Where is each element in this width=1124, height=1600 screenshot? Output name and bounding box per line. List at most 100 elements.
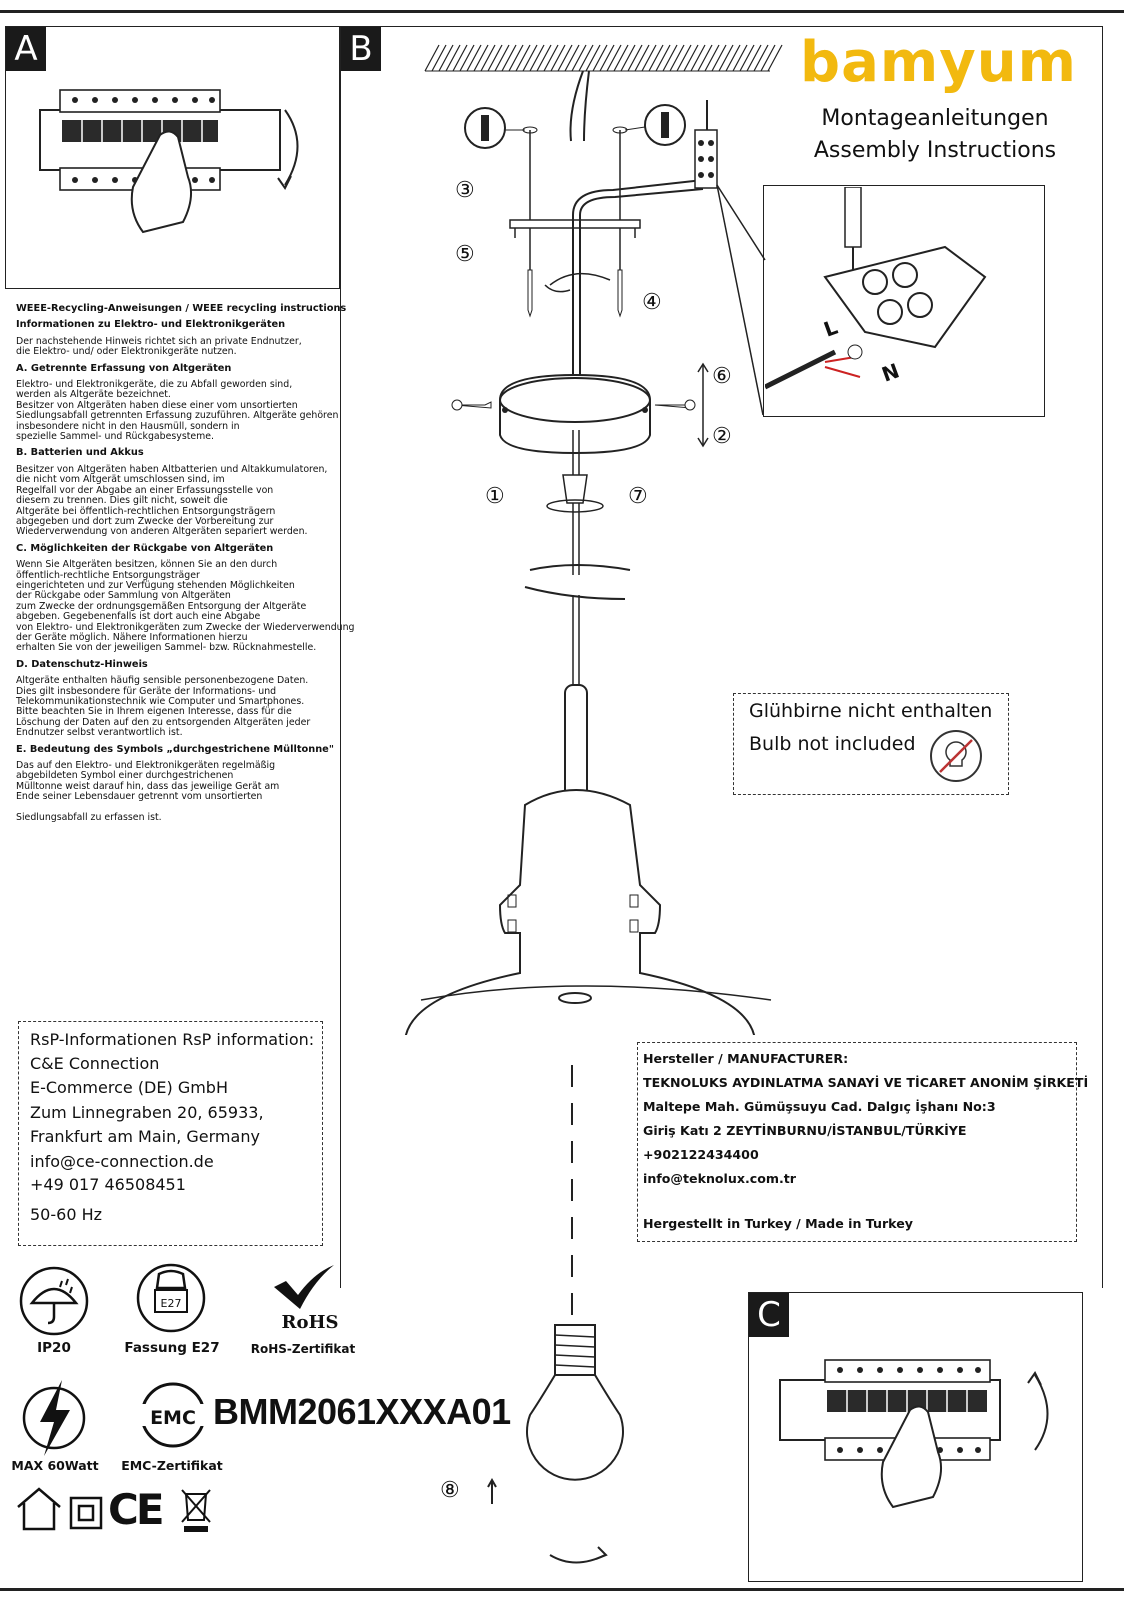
ceiling-hatch-line (641, 44, 657, 72)
ceiling-hatch-line (760, 44, 776, 72)
weee-section-text: Altgeräte enthalten häufig sensible pers… (16, 675, 311, 739)
emc-mark: EMC (150, 1407, 196, 1429)
rsp-line: Zum Linnegraben 20, 65933, (30, 1103, 264, 1122)
weee-instructions: WEEE-Recycling-Anweisungen / WEEE recycl… (16, 298, 441, 829)
ceiling-hatch-line (620, 44, 636, 72)
rsp-line: E-Commerce (DE) GmbH (30, 1078, 228, 1097)
ceiling-hatch-line (711, 44, 727, 72)
ceiling-hatch-line (718, 44, 734, 72)
emc-label: EMC-Zertifikat (121, 1458, 223, 1473)
rsp-line: +49 017 46508451 (30, 1175, 186, 1194)
weee-bin-icon (181, 1489, 211, 1532)
bottom-rule (0, 1588, 1124, 1591)
ceiling-hatch-line (669, 44, 685, 72)
step-3: ③ (455, 178, 475, 203)
bulb-guide-line (571, 1065, 573, 1355)
manufacturer-line: TEKNOLUKS AYDINLATMA SANAYİ VE TİCARET A… (643, 1075, 1089, 1090)
rsp-line: RsP-Informationen RsP information: (30, 1030, 315, 1049)
ceiling-hatch-line (599, 44, 615, 72)
brand-title-en: Assembly Instructions (813, 138, 1057, 163)
ceiling-hatch-line (536, 44, 552, 72)
bulb-notice (733, 693, 1009, 795)
ceiling-hatch-line (466, 44, 482, 72)
weee-section-text: Das auf den Elektro- und Elektronikgerät… (16, 760, 280, 803)
step-7: ⑦ (628, 484, 648, 509)
weee-section-heading: E. Bedeutung des Symbols „durchgestriche… (16, 743, 334, 755)
ceiling-hatch-line (676, 44, 692, 72)
umbrella-rain-icon (19, 1266, 89, 1336)
ceiling-hatch-line (438, 44, 454, 72)
weee-section-heading: C. Möglichkeiten der Rückgabe von Altger… (16, 542, 274, 554)
rohs-mark: RoHS (281, 1312, 339, 1333)
bulb-notice-de: Glühbirne nicht enthalten (749, 700, 993, 722)
ceiling-hatch-line (508, 44, 524, 72)
ceiling-hatch-line (662, 44, 678, 72)
rsp-line: C&E Connection (30, 1054, 160, 1073)
ceiling-hatch-line (473, 44, 489, 72)
ceiling-hatch-line (543, 44, 559, 72)
wiring-detail-illustration: L N (765, 187, 987, 390)
ceiling-hatch-line (494, 44, 510, 72)
step-8: ⑧ (440, 1478, 460, 1503)
wire-label-live: L (821, 315, 841, 342)
bulb-notice-en: Bulb not included (749, 733, 916, 755)
step-4: ④ (642, 290, 662, 315)
top-rule (0, 10, 1124, 13)
ceiling-hatch-line (732, 44, 748, 72)
ceiling-hatch-line (746, 44, 762, 72)
ceiling-hatch-line (445, 44, 461, 72)
ce-mark: CE (108, 1485, 164, 1534)
ceiling-hatch-line (767, 44, 783, 72)
ceiling-hatch-line (697, 44, 713, 72)
ceiling-hatch-line (606, 44, 622, 72)
ceiling-hatch-line (431, 44, 447, 72)
panel-b (340, 26, 1103, 1288)
arrow-up-icon (487, 1478, 497, 1504)
manufacturer-line: Hergestellt in Turkey / Made in Turkey (643, 1216, 913, 1231)
rsp-info (18, 1021, 323, 1246)
socket-label: Fassung E27 (124, 1340, 220, 1356)
wire-label-neutral: N (879, 358, 903, 386)
indoor-house-icon (17, 1487, 61, 1531)
lightning-icon (22, 1380, 86, 1456)
panel-a (5, 26, 340, 289)
panel-c (748, 1292, 1083, 1582)
step-2: ② (712, 424, 732, 449)
panel-b-letter: B (341, 27, 381, 71)
ceiling-hatch-line (529, 44, 545, 72)
ceiling-hatch-line (515, 44, 531, 72)
manufacturer-line: Maltepe Mah. Gümüşsuyu Cad. Dalgıç İşhan… (643, 1099, 996, 1114)
weee-title: WEEE-Recycling-Anweisungen / WEEE recycl… (16, 303, 347, 314)
weee-subtitle: Informationen zu Elektro- und Elektronik… (16, 319, 286, 331)
ceiling-hatch-line (487, 44, 503, 72)
rsp-line: Frankfurt am Main, Germany (30, 1127, 260, 1146)
ip-rating-label: IP20 (37, 1340, 71, 1356)
panel-c-letter: C (749, 1293, 789, 1337)
ceiling-hatch-line (480, 44, 496, 72)
ceiling-hatch-line (725, 44, 741, 72)
ceiling-hatch-line (459, 44, 475, 72)
bulb-illustration (526, 1324, 624, 1564)
ceiling-hatch-line (578, 44, 594, 72)
ceiling-hatch-line (424, 44, 440, 72)
step-5: ⑤ (455, 242, 475, 267)
ceiling-hatch-line (739, 44, 755, 72)
rsp-line: info@ce-connection.de (30, 1152, 214, 1171)
weee-section-heading: B. Batterien und Akkus (16, 447, 144, 459)
ceiling-hatch-line (571, 44, 587, 72)
weee-section-text: Wenn Sie Altgeräten besitzen, können Sie… (16, 559, 355, 654)
manufacturer-line: Giriş Katı 2 ZEYTİNBURNU/İSTANBUL/TÜRKİY… (643, 1123, 967, 1138)
step-6: ⑥ (712, 364, 732, 389)
brand-logo: bamyum (800, 30, 1077, 95)
manufacturer-info (637, 1042, 1077, 1242)
panel-a-letter: A (6, 27, 46, 71)
ceiling-hatch-line (648, 44, 664, 72)
ceiling-hatch-line (592, 44, 608, 72)
step-1: ① (485, 484, 505, 509)
ceiling-hatch-line (522, 44, 538, 72)
no-bulb-icon (930, 730, 982, 782)
weee-section-text: Besitzer von Altgeräten haben Altbatteri… (16, 463, 328, 538)
weee-section-heading: A. Getrennte Erfassung von Altgeräten (16, 362, 232, 374)
ceiling-hatch-line (585, 44, 601, 72)
emc-icon: EMC (139, 1382, 207, 1448)
